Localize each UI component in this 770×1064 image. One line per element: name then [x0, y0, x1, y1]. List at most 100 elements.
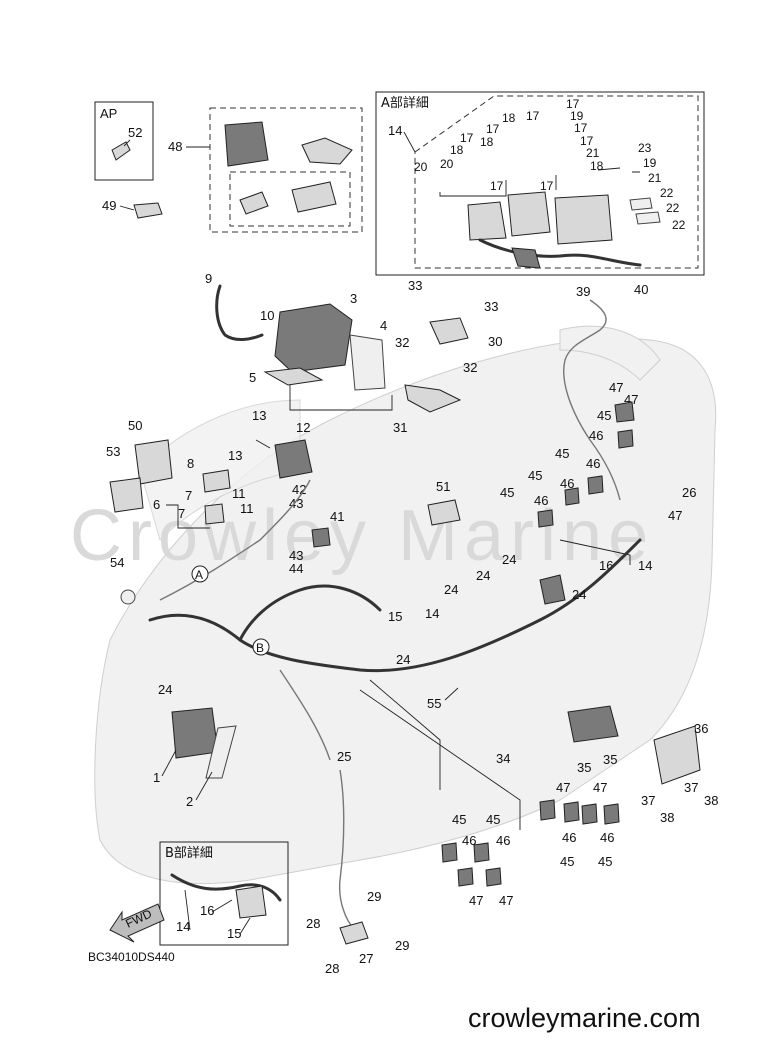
- label-44: 44: [289, 561, 303, 576]
- battery-pad-5: [263, 367, 324, 386]
- harness-clamp: [539, 574, 566, 605]
- label-15-b: 15: [227, 926, 241, 941]
- label-14-a: 14: [388, 123, 402, 138]
- detail-a-box: A部詳細 14 17 19 17 17 21 18 17 18 17 18 17…: [375, 91, 705, 276]
- rear-unit-group: 34 35 35 36 37 38 37 38: [496, 705, 718, 825]
- clamp-54: [120, 589, 136, 605]
- label-18-a1: 18: [590, 159, 604, 173]
- bracket-2: [205, 725, 237, 779]
- ap-box-label: AP: [100, 106, 117, 121]
- label-16-b: 16: [200, 903, 214, 918]
- label-24-e: 24: [572, 587, 586, 602]
- label-25: 25: [337, 749, 351, 764]
- label-39: 39: [576, 284, 590, 299]
- label-43-b: 43: [289, 548, 303, 563]
- detail-a-switch-right: [554, 194, 613, 245]
- upper-right-harness-group: 39 40 47 47 45 46 45 46 45 46 45 46 26 4…: [500, 282, 696, 573]
- label-17-a6: 17: [460, 131, 474, 145]
- label-21-a1: 21: [586, 146, 600, 160]
- label-12: 12: [296, 420, 310, 435]
- label-47-f: 47: [556, 780, 570, 795]
- label-17-a5: 17: [486, 122, 500, 136]
- website-text: crowleymarine.com: [468, 1003, 701, 1033]
- label-28-a: 28: [306, 916, 320, 931]
- harness-labels: 54 24 15 14 24 24 24 24 24 55 25: [110, 552, 586, 764]
- label-45-g: 45: [560, 854, 574, 869]
- label-21-a2: 21: [648, 171, 662, 185]
- label-11-a: 11: [232, 486, 246, 501]
- label-17-a7: 17: [490, 179, 504, 193]
- label-22-a3: 22: [672, 218, 686, 232]
- label-30: 30: [488, 334, 502, 349]
- label-13-b: 13: [228, 448, 242, 463]
- label-19-a2: 19: [643, 156, 657, 170]
- part-48-group: 48: [168, 107, 363, 233]
- part-48-bracket: [301, 137, 353, 165]
- label-46-h: 46: [600, 830, 614, 845]
- label-1: 1: [153, 770, 160, 785]
- label-14-b: 14: [176, 919, 190, 934]
- label-20-a2: 20: [414, 160, 428, 174]
- label-20-a1: 20: [440, 157, 454, 171]
- label-37-b: 37: [641, 793, 655, 808]
- label-27: 27: [359, 951, 373, 966]
- cover-36: [653, 725, 701, 785]
- label-7-a: 7: [185, 488, 192, 503]
- label-3: 3: [350, 291, 357, 306]
- label-45-b: 45: [555, 446, 569, 461]
- label-28-b: 28: [325, 961, 339, 976]
- label-17-a3: 17: [580, 134, 594, 148]
- label-40: 40: [634, 282, 648, 297]
- fwd-arrow: FWD: [109, 903, 165, 943]
- label-46-d: 46: [534, 493, 548, 508]
- part-48-cover: [224, 121, 269, 167]
- label-17-a4: 17: [526, 109, 540, 123]
- label-10: 10: [260, 308, 274, 323]
- label-47-d: 47: [469, 893, 483, 908]
- label-19-a1: 19: [570, 109, 584, 123]
- module-53: [109, 477, 144, 513]
- key-52: [111, 141, 131, 161]
- label-18-a4: 18: [450, 143, 464, 157]
- label-9: 9: [205, 271, 212, 286]
- label-24-f: 24: [396, 652, 410, 667]
- label-18-a3: 18: [480, 135, 494, 149]
- label-47-g: 47: [593, 780, 607, 795]
- detail-b-title: B部詳細: [165, 845, 213, 861]
- label-29-a: 29: [367, 889, 381, 904]
- detail-b-grommet: [235, 885, 267, 919]
- label-36: 36: [694, 721, 708, 736]
- battery-group: 9 10 3 4 5: [205, 271, 393, 411]
- label-46-a: 46: [589, 428, 603, 443]
- label-50: 50: [128, 418, 142, 433]
- connector-41: [311, 527, 331, 548]
- part-49-group: 49: [102, 198, 163, 219]
- detail-a-title: A部詳細: [381, 95, 429, 111]
- label-34: 34: [496, 751, 510, 766]
- detail-a-switch-left: [467, 201, 507, 241]
- part-48-unit: [291, 181, 337, 213]
- label-46-g: 46: [562, 830, 576, 845]
- marker-a-text: A: [195, 568, 203, 582]
- label-22-a1: 22: [660, 186, 674, 200]
- label-17-a1: 17: [566, 97, 580, 111]
- label-38-b: 38: [660, 810, 674, 825]
- label-48: 48: [168, 139, 182, 154]
- part-48-clip: [239, 191, 269, 215]
- label-33-a: 33: [408, 278, 422, 293]
- label-13-a: 13: [252, 408, 266, 423]
- label-24-a: 24: [158, 682, 172, 697]
- sensor-group: 29 28 29 27 28: [306, 889, 409, 976]
- label-5: 5: [249, 370, 256, 385]
- marker-a: A: [191, 565, 209, 583]
- label-52: 52: [128, 125, 142, 140]
- center-connectors-group: 42 43 41 43 44: [289, 482, 344, 576]
- label-42: 42: [292, 482, 306, 497]
- label-17-a2: 17: [574, 121, 588, 135]
- label-45-f: 45: [486, 812, 500, 827]
- bracket-group: 33 33 30 32 32 31: [393, 278, 502, 435]
- label-45-h: 45: [598, 854, 612, 869]
- label-7-b: 7: [178, 506, 185, 521]
- label-8: 8: [187, 456, 194, 471]
